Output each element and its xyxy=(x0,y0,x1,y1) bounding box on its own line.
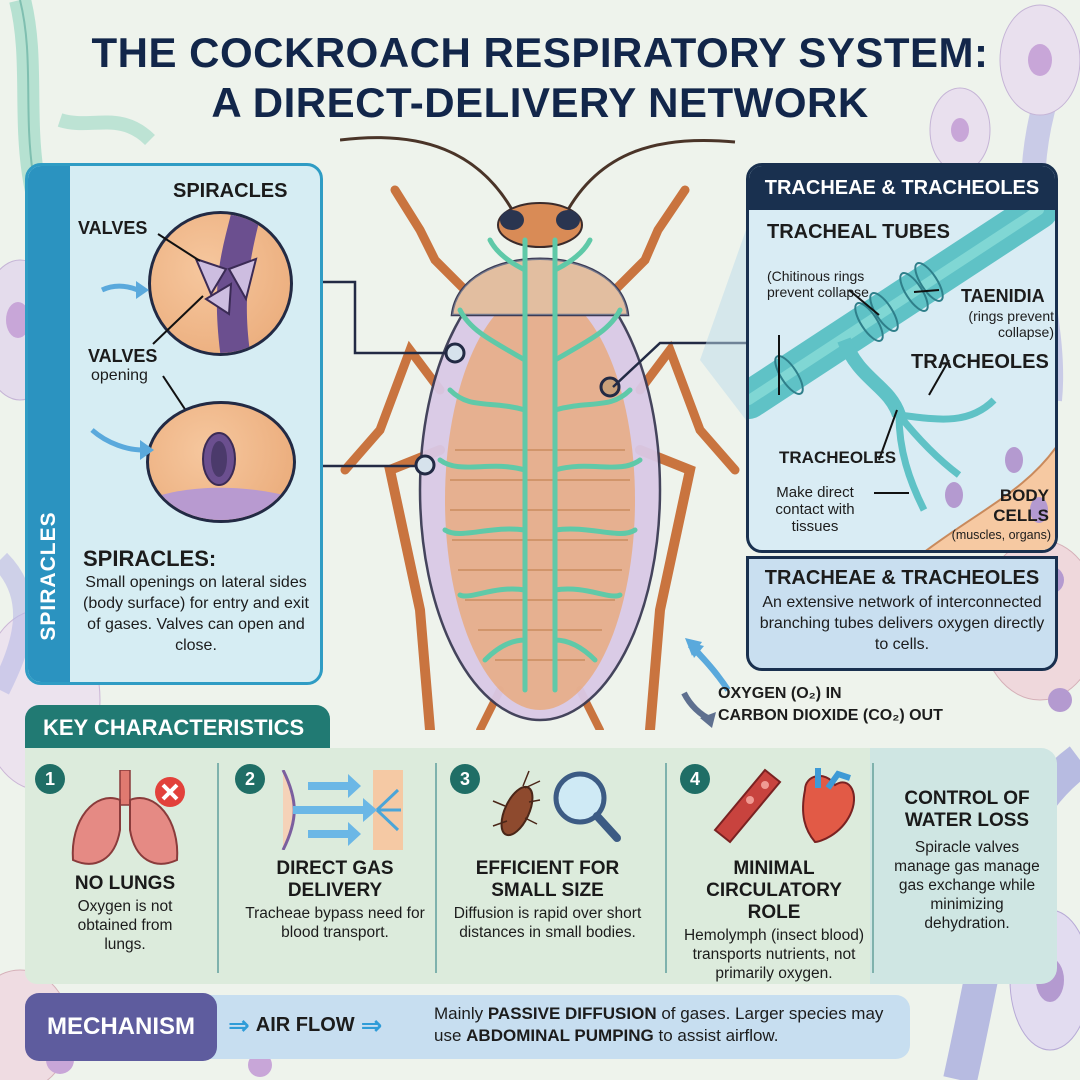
tracheae-description-title: TRACHEAE & TRACHEOLES xyxy=(764,567,1040,589)
water-loss-panel: CONTROL OF WATER LOSS Spiracle valves ma… xyxy=(870,748,1057,984)
characteristic-item-3: 3 EFFICIENT FOR SMALL SIZE Diffusion is … xyxy=(440,748,655,984)
mechanism-label: MECHANISM xyxy=(25,993,217,1061)
characteristic-text: Tracheae bypass need for blood transport… xyxy=(245,905,425,941)
mechanism-text-part: Mainly xyxy=(434,1004,488,1023)
characteristic-title: DIRECT GAS DELIVERY xyxy=(276,858,394,901)
characteristic-3-text-block: EFFICIENT FOR SMALL SIZE Diffusion is ra… xyxy=(445,858,650,942)
characteristic-4-text-block: MINIMAL CIRCULATORY ROLE Hemolymph (inse… xyxy=(670,858,878,983)
taenidia-sublabel: (rings prevent collapse) xyxy=(968,308,1054,340)
body-cells-label: BODY CELLS xyxy=(993,486,1049,525)
key-characteristics-panel: 1 NO LUNGS Oxygen is not obtained from l… xyxy=(25,748,870,984)
passive-diffusion-emphasis: PASSIVE DIFFUSION xyxy=(487,1004,657,1023)
valves-opening-sublabel: opening xyxy=(91,367,148,384)
air-flow-label: AIR FLOW xyxy=(255,1014,355,1036)
spiracles-description-title: SPIRACLES: xyxy=(83,546,217,571)
mechanism-text-part: to assist airflow. xyxy=(653,1026,779,1045)
gas-exchange-note: OXYGEN (O₂) IN CARBON DIOXIDE (CO₂) OUT xyxy=(718,683,943,727)
key-characteristics-heading: KEY CHARACTERISTICS xyxy=(25,705,330,751)
mechanism-text-part: of gases. Larger species may use xyxy=(434,1004,884,1045)
water-loss-text-block: CONTROL OF WATER LOSS Spiracle valves ma… xyxy=(882,788,1052,933)
spiracles-side-strip xyxy=(28,166,70,682)
page-title: THE COCKROACH RESPIRATORY SYSTEM: A DIRE… xyxy=(0,28,1080,128)
valves-opening-label: VALVES xyxy=(88,346,158,366)
tracheal-tubes-label: TRACHEAL TUBES xyxy=(767,221,950,243)
oxygen-in-label: OXYGEN (O₂) IN xyxy=(718,685,842,702)
characteristic-title: NO LUNGS xyxy=(74,873,176,894)
spiracle-valves-closed-icon xyxy=(194,214,261,353)
characteristic-item-1: 1 NO LUNGS Oxygen is not obtained from l… xyxy=(25,748,225,984)
taenidia-label: TAENIDIA xyxy=(961,286,1045,306)
characteristic-title: MINIMAL CIRCULATORY ROLE xyxy=(706,858,842,923)
tracheae-description-box: TRACHEAE & TRACHEOLES An extensive netwo… xyxy=(746,556,1058,671)
tracheal-tube-illustration xyxy=(749,210,1055,550)
tracheae-panel-header: TRACHEAE & TRACHEOLES xyxy=(749,166,1055,210)
characteristic-title: EFFICIENT FOR SMALL SIZE xyxy=(475,858,620,901)
spiracles-panel: SPIRACLES SPIRACLES VALVES VALVES openin… xyxy=(25,163,323,685)
water-loss-title: CONTROL OF WATER LOSS xyxy=(904,788,1030,831)
right-arrow-icon: ⇒ xyxy=(228,1010,250,1040)
item-number-badge: 4 xyxy=(680,764,710,794)
carbon-dioxide-out-label: CARBON DIOXIDE (CO₂) OUT xyxy=(718,707,943,724)
direct-gas-arrows-icon xyxy=(281,770,403,850)
characteristic-item-2: 2 DIRECT GAS DELIVERY Tracheae bypass ne… xyxy=(225,748,440,984)
spiracle-valves-open-icon xyxy=(149,432,293,520)
tracheae-description-text: An extensive network of interconnected b… xyxy=(759,594,1045,653)
characteristic-1-text-block: NO LUNGS Oxygen is not obtained from lun… xyxy=(35,873,215,954)
tracheae-panel: TRACHEAE & TRACHEOLES TRACHEAL TUBES (Ch… xyxy=(746,163,1058,553)
item-number-badge: 3 xyxy=(450,764,480,794)
open-spiracle-illustration xyxy=(146,401,296,523)
item-divider xyxy=(665,763,667,973)
vessel-heart-icon xyxy=(713,768,855,844)
abdominal-pumping-emphasis: ABDOMINAL PUMPING xyxy=(466,1026,654,1045)
lungs-crossed-icon xyxy=(71,770,185,865)
water-loss-text: Spiracle valves manage gas manage gas ex… xyxy=(894,839,1040,932)
direct-contact-label: Make direct contact with tissues xyxy=(775,484,855,535)
characteristic-item-4: 4 MINIMAL CIRCULATORY ROLE Hemolymph (in… xyxy=(670,748,870,984)
air-flow-indicator: ⇒ AIR FLOW ⇒ xyxy=(228,1010,382,1041)
spiracles-description-text: Small openings on lateral sides (body su… xyxy=(83,574,309,654)
air-inflow-arrow-icon xyxy=(100,281,149,299)
item-divider xyxy=(872,763,874,973)
item-divider xyxy=(217,763,219,973)
characteristic-2-text-block: DIRECT GAS DELIVERY Tracheae bypass need… xyxy=(235,858,435,942)
air-inflow-curved-arrow-icon xyxy=(90,428,154,460)
valves-label: VALVES xyxy=(78,218,148,238)
tracheal-tubes-sublabel: (Chitinous rings prevent collapse xyxy=(767,268,869,300)
cockroach-illustration xyxy=(340,136,740,730)
characteristic-text: Diffusion is rapid over short distances … xyxy=(453,905,642,941)
characteristic-text: Hemolymph (insect blood) transports nutr… xyxy=(683,927,865,982)
cockroach-magnifier-icon xyxy=(492,770,621,842)
item-divider xyxy=(435,763,437,973)
title-line-1: THE COCKROACH RESPIRATORY SYSTEM: xyxy=(91,29,989,76)
right-arrow-icon: ⇒ xyxy=(360,1010,383,1040)
tracheoles-top-label: TRACHEOLES xyxy=(911,351,1049,373)
body-cells-sublabel: (muscles, organs) xyxy=(951,528,1051,542)
mechanism-description: Mainly PASSIVE DIFFUSION of gases. Large… xyxy=(434,1003,904,1047)
title-line-2: A DIRECT-DELIVERY NETWORK xyxy=(211,79,869,126)
item-number-badge: 1 xyxy=(35,764,65,794)
spiracles-heading: SPIRACLES xyxy=(173,180,288,202)
item-number-badge: 2 xyxy=(235,764,265,794)
characteristic-text: Oxygen is not obtained from lungs. xyxy=(77,898,173,953)
tracheoles-mid-label: TRACHEOLES xyxy=(779,448,897,467)
closed-spiracle-illustration xyxy=(148,211,293,356)
